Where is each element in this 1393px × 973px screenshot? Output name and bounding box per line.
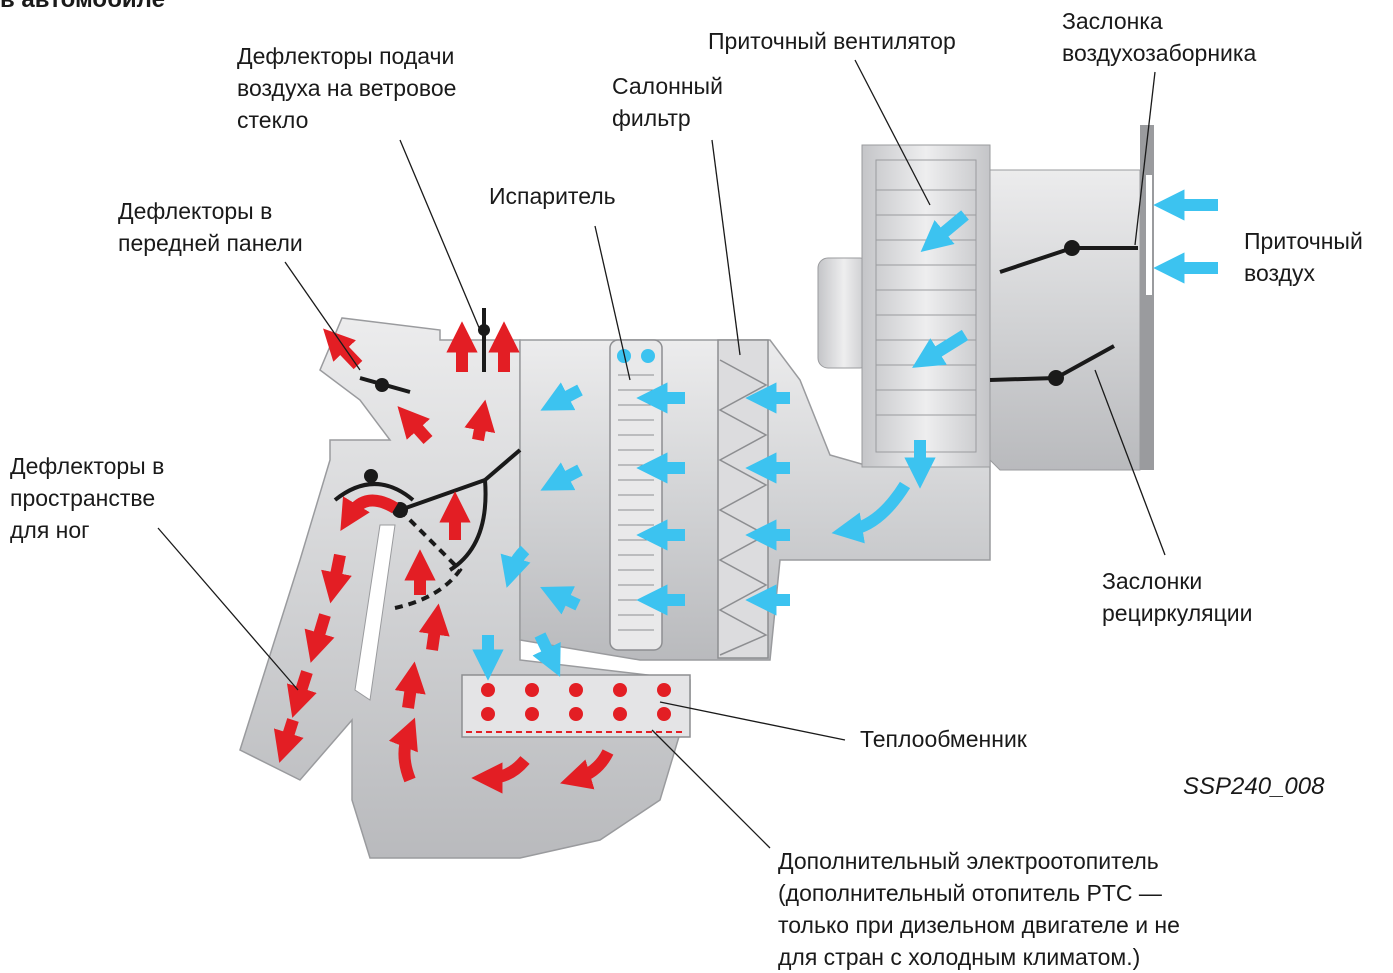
cabin-filter-label: Салонный фильтр <box>612 70 723 134</box>
intake-flap-label: Заслонка воздухозаборника <box>1062 5 1256 69</box>
windshield-vents-label: Дефлекторы подачи воздуха на ветровое ст… <box>237 40 456 136</box>
footwell-vents-label: Дефлекторы в пространстве для ног <box>10 450 164 546</box>
cabin-filter <box>718 340 768 658</box>
heat-exchanger-label: Теплообменник <box>860 723 1027 755</box>
fresh-air-fan-label: Приточный вентилятор <box>708 25 956 57</box>
heat-exchanger <box>462 675 690 737</box>
recirc-flaps-label: Заслонки рециркуляции <box>1102 565 1252 629</box>
evaporator-core <box>610 340 662 650</box>
figure-code: SSP240_008 <box>1183 773 1324 801</box>
dash-vents-label: Дефлекторы в передней панели <box>118 195 303 259</box>
evaporator-label: Испаритель <box>489 180 616 212</box>
blower-housing <box>818 125 1154 470</box>
ptc-heater-label: Дополнительный электроотопитель (дополни… <box>778 845 1180 973</box>
fresh-air-label: Приточный воздух <box>1244 225 1363 289</box>
